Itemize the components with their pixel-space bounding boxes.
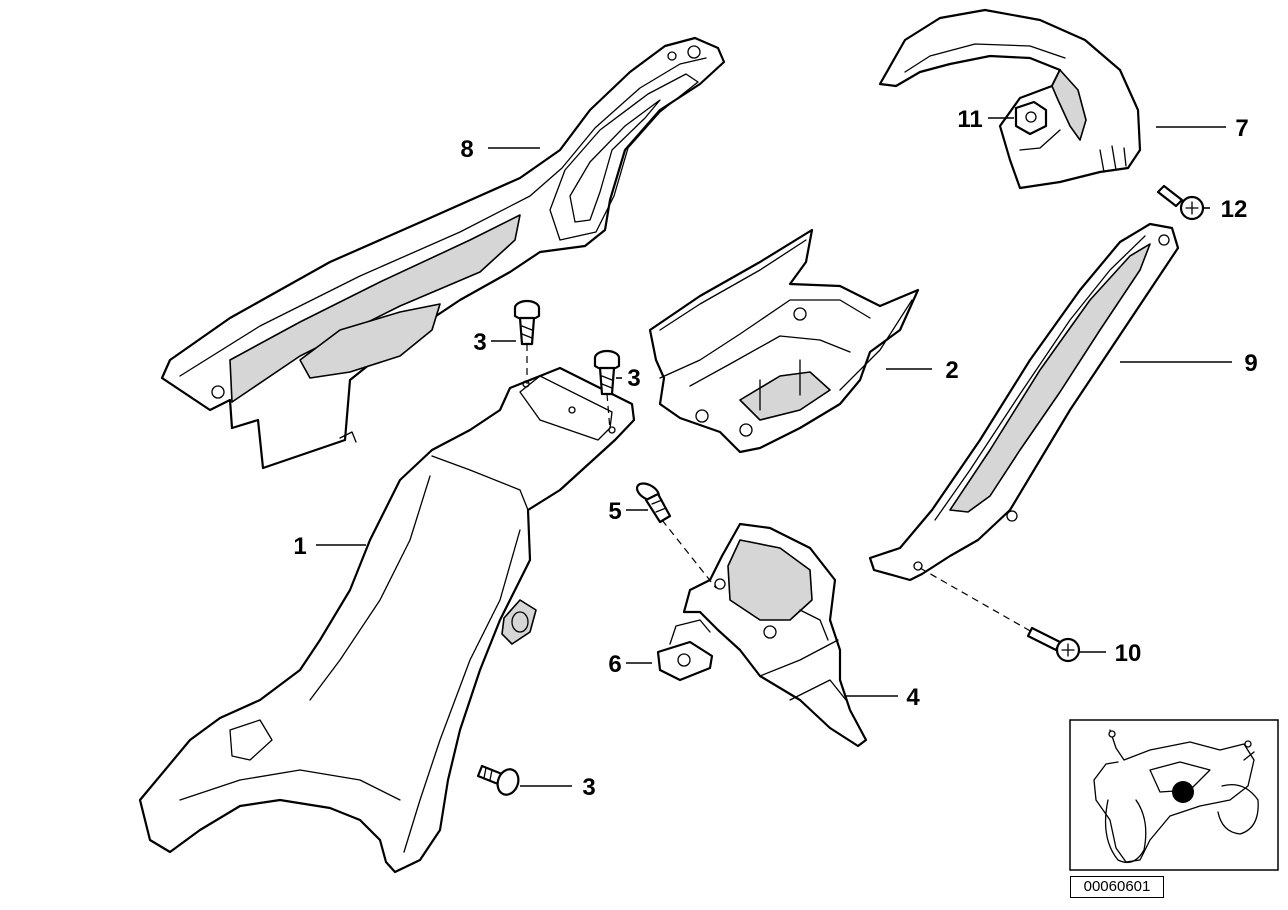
dashed-line-screw-3b (606, 393, 611, 431)
callout-10: 10 (1115, 640, 1142, 667)
callout-8: 8 (460, 136, 473, 163)
part-7-rear-cover[interactable] (878, 8, 1142, 190)
part-12-screw[interactable] (1156, 184, 1205, 221)
callout-12: 12 (1221, 196, 1248, 223)
part-6-clip-nut[interactable] (656, 619, 714, 682)
part-3-screw-c[interactable] (476, 764, 522, 798)
callout-4: 4 (906, 684, 920, 711)
part-9-side-trim[interactable] (868, 222, 1180, 582)
part-1-rear-fender[interactable] (138, 366, 636, 874)
leader-lines (316, 117, 1232, 787)
callout-2: 2 (945, 357, 958, 384)
callout-3b: 3 (627, 365, 640, 392)
part-5-screw[interactable] (634, 480, 672, 524)
part-2-bracket[interactable] (648, 228, 920, 454)
callout-11: 11 (957, 106, 982, 133)
callout-6: 6 (608, 651, 621, 678)
callout-7: 7 (1235, 115, 1248, 142)
dashed-line-screw-5 (661, 519, 717, 589)
part-10-screw[interactable] (1026, 626, 1081, 663)
callout-5: 5 (608, 498, 621, 525)
part-3-screw-a[interactable] (513, 299, 541, 346)
locator-thumbnail (1069, 719, 1279, 871)
part-11-clip-nut[interactable] (1014, 100, 1048, 136)
part-3-screw-b[interactable] (593, 349, 621, 396)
dashed-line-screw-10 (919, 567, 1033, 633)
callout-3a: 3 (473, 329, 486, 356)
callout-1: 1 (293, 533, 306, 560)
callout-9: 9 (1244, 350, 1257, 377)
diagram-code: 00060601 (1070, 876, 1164, 898)
part-4-plate-holder[interactable] (682, 522, 868, 748)
location-marker (1172, 781, 1194, 803)
part-8-side-trim[interactable] (160, 36, 726, 470)
callout-3c: 3 (582, 774, 595, 801)
motorcycle-icon (1093, 729, 1259, 864)
callout-labels: 1 2 3 3 3 4 5 6 7 8 9 10 11 12 (293, 106, 1257, 801)
